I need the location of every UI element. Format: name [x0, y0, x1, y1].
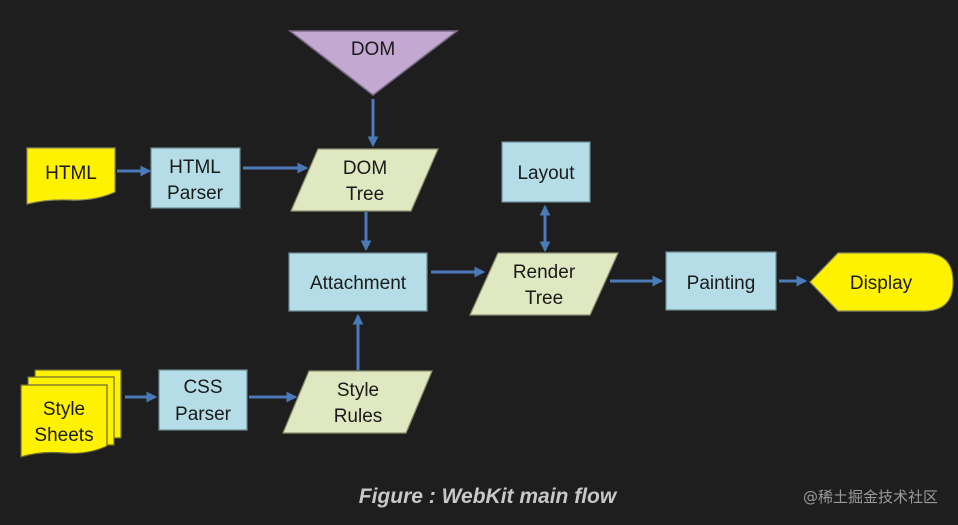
- css-parser-box: [158, 369, 248, 431]
- attachment-label: Attachment: [310, 273, 407, 294]
- dom-tree-line1: DOM: [343, 158, 387, 179]
- html-parser-line1: HTML: [169, 157, 221, 178]
- render-tree-line2: Tree: [525, 288, 563, 309]
- style-rules-line1: Style: [337, 380, 379, 401]
- dom-tree-shape: [290, 148, 439, 212]
- painting-label: Painting: [687, 273, 756, 294]
- attachment-box: [288, 252, 428, 312]
- style-sheets-line2: Sheets: [34, 425, 93, 446]
- css-parser-line2: Parser: [175, 404, 232, 425]
- display-label: Display: [850, 273, 913, 294]
- html-parser-line2: Parser: [167, 183, 224, 204]
- style-rules-line2: Rules: [334, 406, 383, 427]
- layout-box: [501, 141, 591, 203]
- style-sheets-line1: Style: [43, 399, 85, 420]
- html-label: HTML: [45, 163, 97, 184]
- webkit-flow-diagram: DOM HTML HTML Parser DOM Tree Layout Att…: [20, 30, 954, 458]
- render-tree-line1: Render: [513, 262, 576, 283]
- render-tree-shape: [469, 252, 619, 316]
- dom-shape: [287, 30, 460, 96]
- dom-label: DOM: [351, 39, 395, 60]
- figure-caption: Figure : WebKit main flow: [358, 485, 617, 508]
- html-doc-shape: [26, 147, 116, 205]
- display-shape: [809, 252, 954, 312]
- painting-box: [665, 251, 777, 311]
- dom-tree-line2: Tree: [346, 184, 384, 205]
- style-sheets-shape: [20, 384, 108, 458]
- watermark: @稀土掘金技术社区: [802, 488, 938, 506]
- css-parser-line1: CSS: [183, 377, 222, 398]
- layout-label: Layout: [517, 163, 575, 184]
- style-rules-shape: [282, 370, 433, 434]
- html-parser-box: [150, 147, 241, 209]
